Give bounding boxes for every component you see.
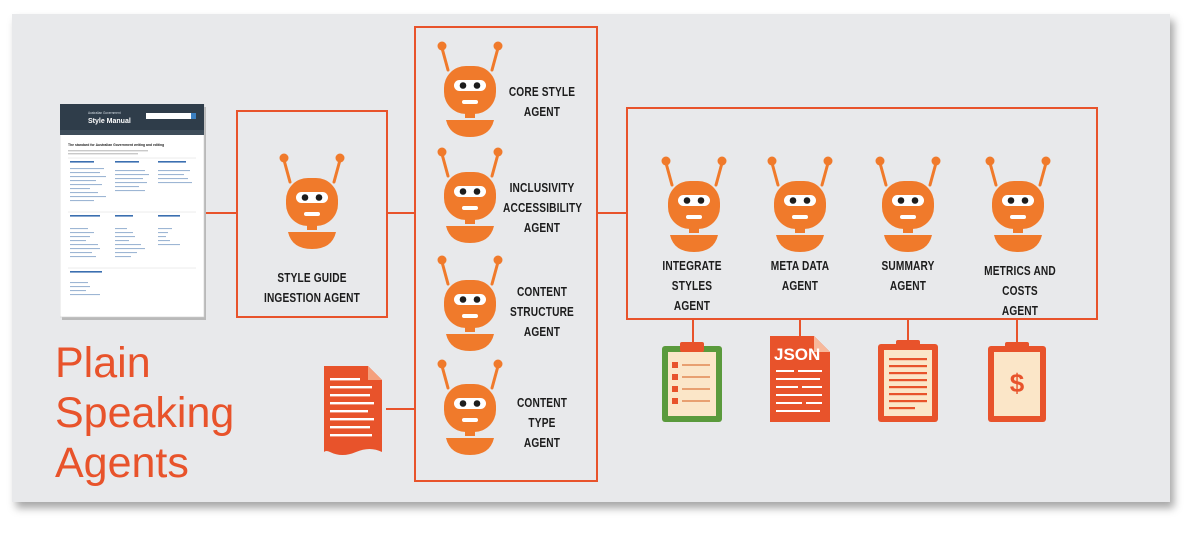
robot-icon — [661, 156, 727, 252]
robot-icon — [279, 153, 345, 249]
style-manual-heading: The standard for Australian Government w… — [68, 143, 164, 147]
connector-ingestion-to-agents — [386, 212, 416, 214]
connector-guide-to-ingestion — [206, 212, 238, 214]
robot-icon — [875, 156, 941, 252]
json-file-icon: JSON — [770, 336, 830, 422]
output-agents-box — [626, 107, 1098, 320]
document-icon — [324, 366, 382, 455]
connector-agents-to-outputs — [596, 212, 627, 214]
robot-icon — [437, 147, 503, 243]
robot-icon — [985, 156, 1051, 252]
report-clipboard-icon — [878, 340, 938, 422]
robot-icon — [437, 41, 503, 137]
json-label: JSON — [774, 345, 820, 364]
robot-icon — [437, 255, 503, 351]
dollar-sign: $ — [1010, 368, 1025, 398]
style-manual-header-title: Style Manual — [88, 118, 131, 125]
connector-to-invoice — [1016, 318, 1018, 344]
checklist-clipboard-icon — [662, 342, 722, 422]
ingestion-agent-box — [236, 110, 388, 318]
connector-to-json — [799, 318, 801, 338]
processing-agents-box — [414, 26, 598, 482]
connector-to-report — [907, 318, 909, 342]
style-manual-header-small: Australian Government — [88, 111, 121, 115]
style-manual-thumbnail: Australian Government Style Manual The s… — [60, 104, 206, 320]
robot-icon — [767, 156, 833, 252]
robot-icon — [437, 359, 503, 455]
invoice-clipboard-icon: $ — [988, 342, 1046, 422]
page-title: Plain Speaking Agents — [55, 339, 235, 487]
connector-to-checklist — [692, 318, 694, 344]
connector-document-to-agents — [386, 408, 416, 410]
